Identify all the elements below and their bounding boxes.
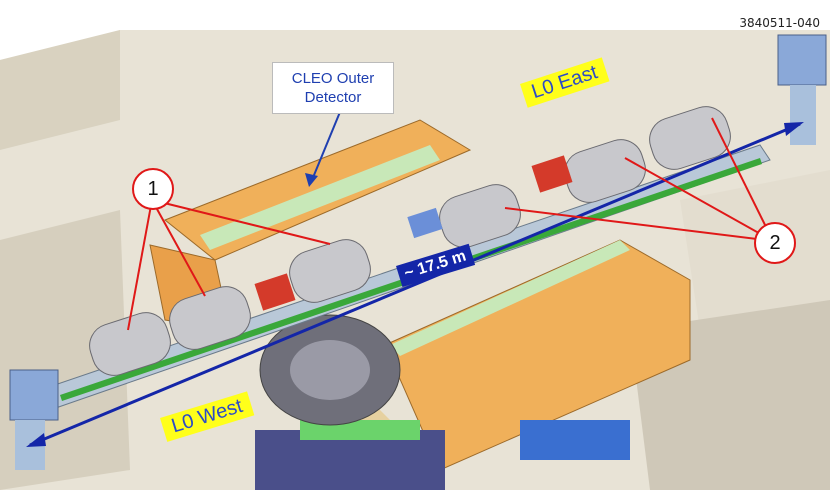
callout-2-lines (504, 117, 774, 242)
red-unit-2 (531, 155, 573, 193)
cleo-label-line1: CLEO Outer (291, 70, 375, 87)
magnet-6 (649, 106, 731, 170)
magnet-1 (89, 312, 171, 376)
green-plate-upper (200, 145, 440, 250)
callout-1-lines (127, 199, 331, 331)
distance-arrow-line (29, 122, 801, 447)
quad-magnets (89, 106, 731, 376)
cleo-pointer-head (305, 173, 318, 187)
figure-id: 3840511-040 (739, 16, 820, 30)
green-plate-lower (390, 240, 630, 356)
cleo-label-box: CLEO Outer Detector (272, 62, 394, 114)
end-station-east (777, 34, 827, 86)
callout-2-circle: 2 (754, 222, 796, 264)
hall-wall-left (0, 30, 120, 150)
endcap-inner (290, 340, 370, 400)
callout-1-circle: 1 (132, 168, 174, 210)
arrowhead-west (26, 433, 46, 447)
magnet-3 (289, 239, 371, 303)
cleo-label-line2: Detector (304, 89, 362, 106)
blue-unit (407, 207, 443, 239)
magnet-2 (169, 286, 251, 350)
red-unit-1 (254, 273, 296, 311)
end-stand-east (790, 85, 816, 145)
end-station-west (9, 369, 59, 421)
blue-blocks (520, 420, 630, 460)
arrowhead-east (784, 122, 804, 136)
cleo-pointer-line (311, 111, 341, 181)
